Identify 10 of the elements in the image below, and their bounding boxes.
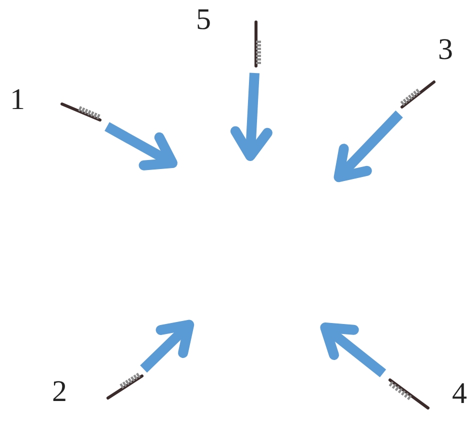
- arrow: [230, 72, 272, 161]
- arrow: [104, 122, 178, 170]
- position-number: 1: [10, 84, 25, 116]
- arrow: [334, 110, 403, 182]
- arrow: [140, 320, 194, 373]
- position-number: 4: [452, 378, 467, 410]
- position-number: 3: [438, 34, 453, 66]
- position-number: 2: [52, 376, 67, 408]
- arrow: [320, 322, 386, 378]
- position-number: 5: [196, 4, 211, 36]
